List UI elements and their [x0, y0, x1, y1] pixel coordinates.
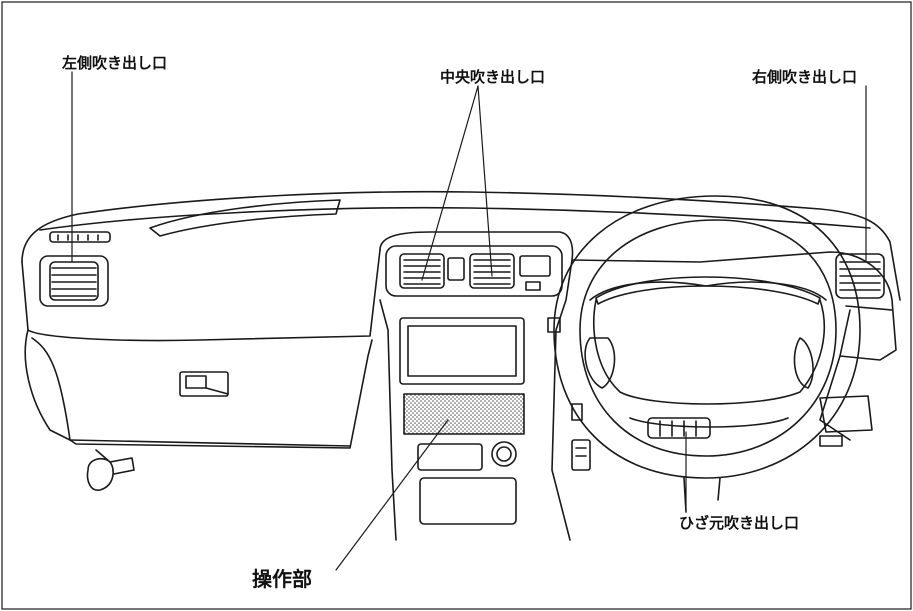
- label-knee-vent: ひざ元吹き出し口: [679, 514, 800, 532]
- fuse-cover: [819, 395, 873, 433]
- glove-box-handle: [179, 371, 229, 397]
- center-vent-housing: [385, 245, 563, 297]
- dashboard-right-face: [571, 251, 897, 441]
- brake-pedal: [571, 439, 591, 471]
- leader-control-panel: [335, 419, 449, 571]
- label-left-vent: 左側吹き出し口: [62, 54, 168, 72]
- cigarette-lighter: [491, 441, 517, 467]
- knee-vent: [647, 417, 711, 439]
- parking-knob: [86, 449, 114, 491]
- wheel-hub: [589, 281, 827, 405]
- right-vent: [835, 253, 885, 299]
- clock: [519, 255, 551, 277]
- dashboard-top-edge: [21, 190, 901, 301]
- label-right-vent: 右側吹き出し口: [752, 68, 858, 86]
- leader-center-vent-left: [421, 85, 479, 281]
- dashboard-face: [21, 249, 381, 342]
- center-vent-left: [399, 253, 445, 289]
- defroster-slot: [149, 199, 341, 237]
- console-switch-block: [417, 443, 483, 471]
- leader-center-vent-right: [477, 85, 493, 277]
- console-tray: [419, 477, 517, 525]
- left-side-defrost: [49, 231, 111, 243]
- dashboard-upper-shelf: [39, 206, 871, 231]
- glove-box-panel: [31, 337, 373, 449]
- label-center-vent: 中央吹き出し口: [440, 68, 546, 86]
- steering-wheel: [553, 195, 861, 479]
- audio-panel: [399, 317, 525, 385]
- hazard-switch: [447, 257, 465, 281]
- climate-control-panel: [403, 393, 525, 435]
- center-vent-right: [469, 253, 515, 289]
- left-vent: [39, 255, 109, 307]
- label-control-panel: 操作部: [252, 567, 312, 591]
